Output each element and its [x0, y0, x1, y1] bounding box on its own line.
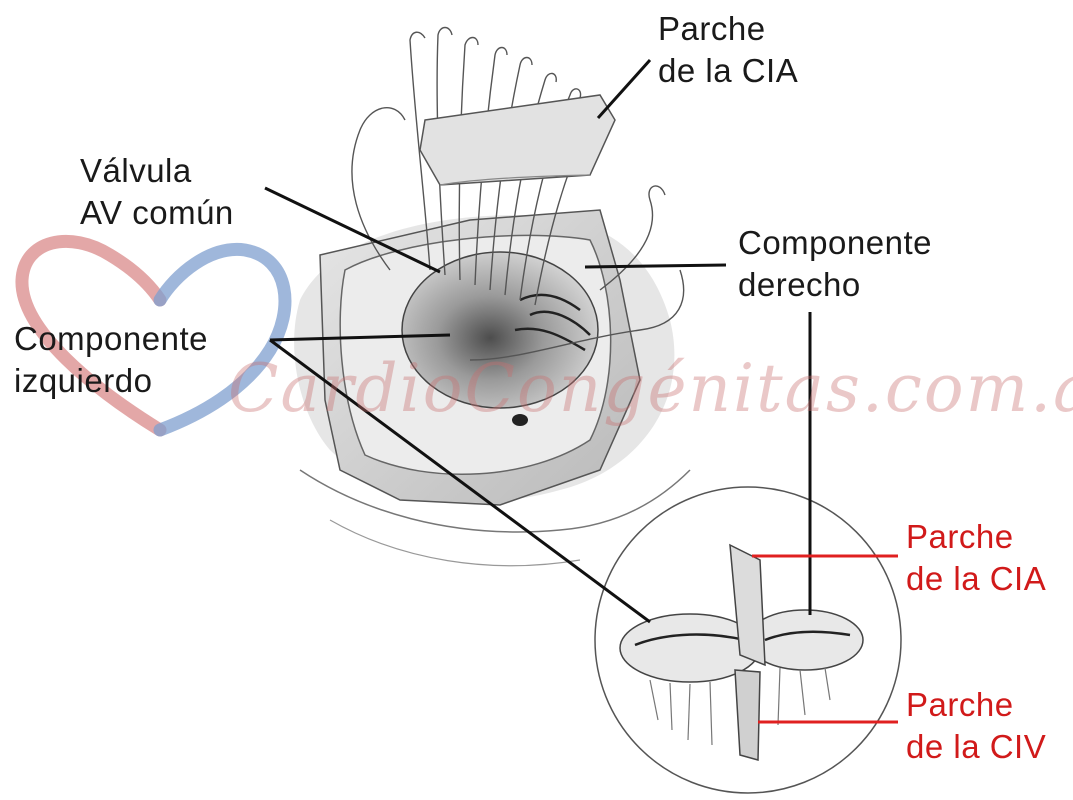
inset-detail: [595, 487, 901, 793]
label-line: Válvula: [80, 150, 234, 192]
label-parche-cia-top: Parche de la CIA: [658, 8, 798, 92]
label-line: de la CIV: [906, 726, 1046, 768]
label-line: Parche: [906, 684, 1046, 726]
label-valvula-av-comun: Válvula AV común: [80, 150, 234, 234]
label-line: Parche: [658, 8, 798, 50]
label-line: izquierdo: [14, 360, 208, 402]
label-line: de la CIA: [658, 50, 798, 92]
label-parche-civ-inset: Parche de la CIV: [906, 684, 1046, 768]
label-line: AV común: [80, 192, 234, 234]
label-componente-derecho: Componente derecho: [738, 222, 932, 306]
label-line: Parche: [906, 516, 1046, 558]
label-componente-izquierdo: Componente izquierdo: [14, 318, 208, 402]
label-line: derecho: [738, 264, 932, 306]
label-line: Componente: [738, 222, 932, 264]
surgical-illustration: [294, 28, 690, 566]
label-parche-cia-inset: Parche de la CIA: [906, 516, 1046, 600]
label-line: de la CIA: [906, 558, 1046, 600]
label-line: Componente: [14, 318, 208, 360]
